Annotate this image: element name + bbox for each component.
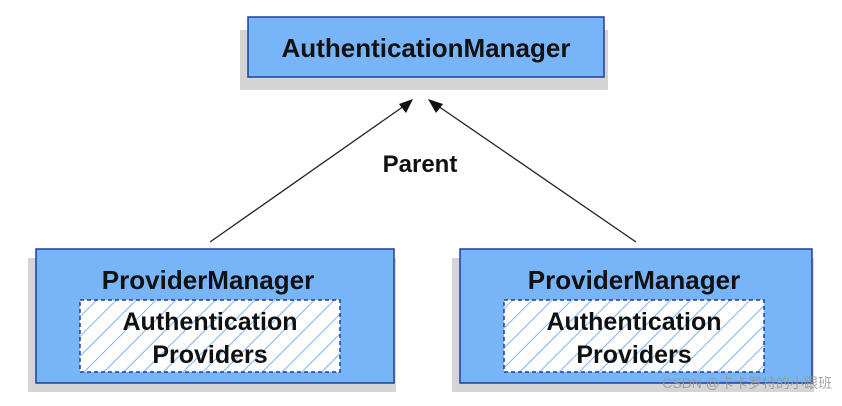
authentication-providers-left-line1: Authentication — [123, 308, 298, 336]
authentication-manager-label: AuthenticationManager — [282, 33, 571, 63]
authentication-providers-right-box — [503, 299, 765, 373]
provider-manager-left-title: ProviderManager — [102, 265, 314, 295]
edges: Parent — [209, 99, 637, 243]
watermark: CSDN @卡卡罗特的小跟班 — [662, 375, 832, 391]
provider-manager-right-node: ProviderManager Authentication Providers — [452, 248, 814, 392]
authentication-providers-left-line2: Providers — [152, 341, 267, 369]
authentication-providers-left-box — [79, 299, 341, 373]
provider-manager-left-node: ProviderManager Authentication Providers — [28, 248, 396, 392]
arrowhead-right — [428, 99, 443, 113]
authentication-providers-right-line2: Providers — [576, 341, 691, 369]
authentication-providers-right-line1: Authentication — [547, 308, 722, 336]
edge-right-to-parent — [437, 105, 637, 243]
edge-label-parent: Parent — [383, 151, 458, 178]
provider-manager-right-title: ProviderManager — [528, 265, 740, 295]
arrowhead-left — [399, 99, 413, 113]
edge-left-to-parent — [209, 105, 405, 243]
authentication-manager-node: AuthenticationManager — [240, 16, 608, 90]
authentication-manager-box — [247, 16, 605, 78]
